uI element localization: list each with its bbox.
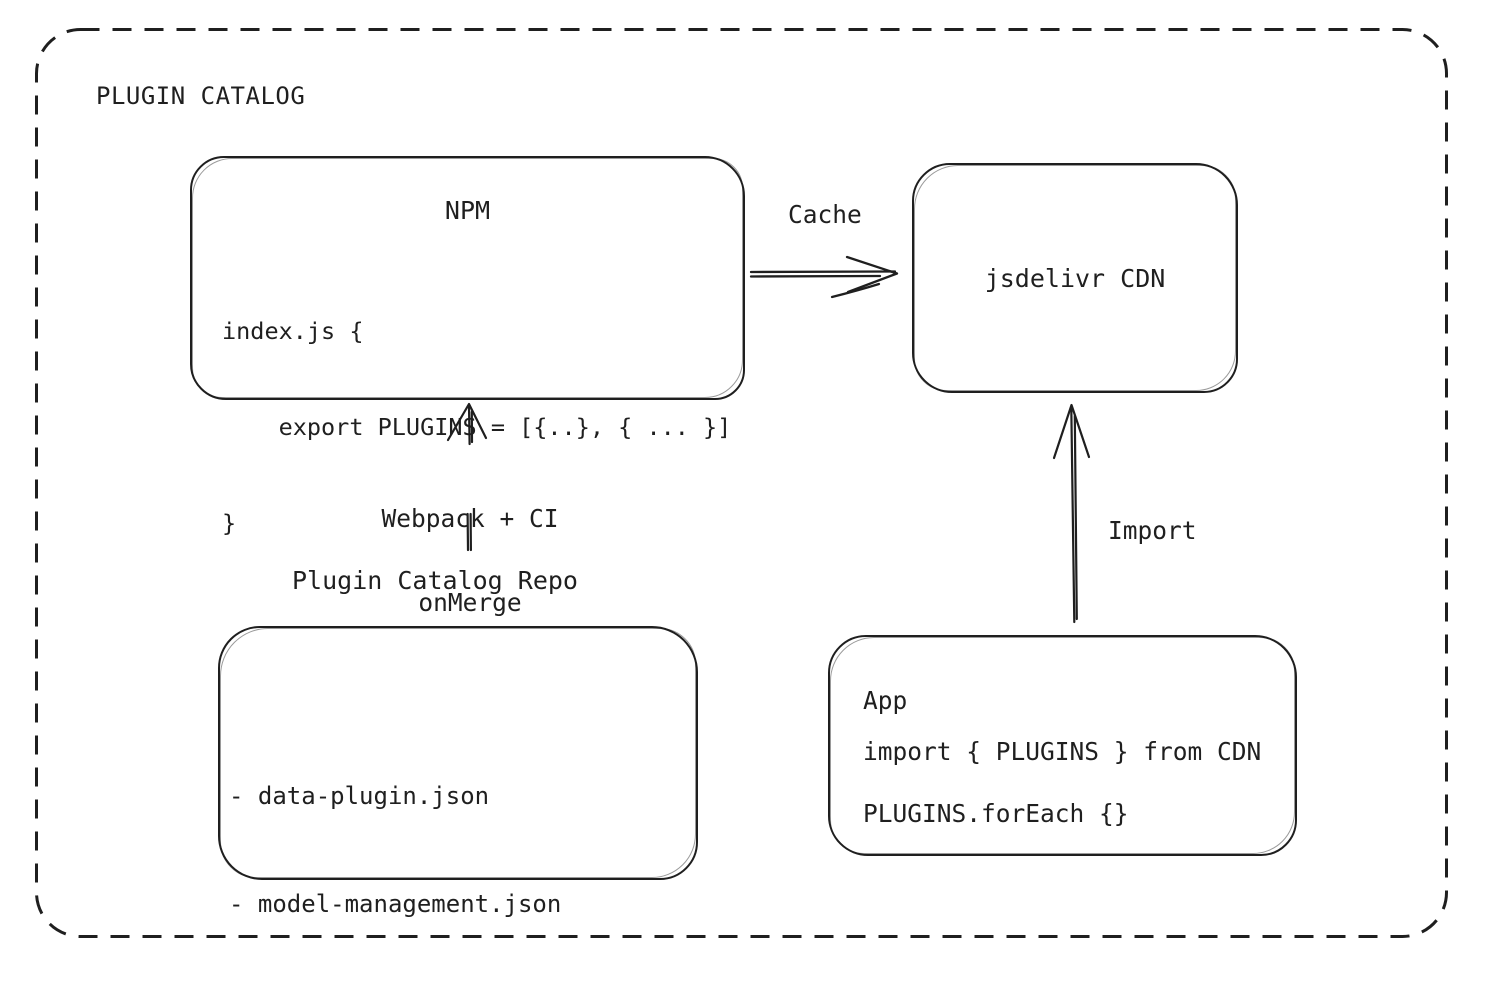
repo-file-item: - data-plugin.json [229,782,490,810]
repo-file-list: - data-plugin.json - model-management.js… [229,706,561,1002]
repo-box-title: Plugin Catalog Repo [292,566,578,595]
app-code-line: PLUGINS.forEach {} [863,799,1129,828]
repo-box: - data-plugin.json - model-management.js… [218,626,698,1002]
repo-file-item: - model-management.json [229,890,562,918]
cdn-box-label: jsdelivr CDN [984,263,1166,293]
cache-arrow-label: Cache [788,200,862,229]
npm-code-line: export PLUGINS = [{..}, { ... }] [222,413,732,441]
diagram-title: PLUGIN CATALOG [96,82,306,110]
import-arrow-label: Import [1108,516,1197,545]
build-arrow-label-line2: onMerge [418,588,522,617]
cache-arrow [749,255,899,299]
npm-box: NPM index.js { export PLUGINS = [{..}, {… [190,156,745,537]
npm-code-line: } [222,509,237,537]
app-box-title: App [863,686,908,715]
repo-file-item: ... [229,994,561,1002]
npm-code-line: index.js { [222,317,364,345]
app-code-line: import { PLUGINS } from CDN [863,737,1262,766]
npm-code-block: index.js { export PLUGINS = [{..}, { ...… [222,251,731,603]
npm-box-title: NPM [444,196,491,225]
app-box: App import { PLUGINS } from CDN PLUGINS.… [828,635,1297,856]
cdn-box: jsdelivr CDN [912,163,1238,393]
import-arrow [1052,403,1091,624]
build-arrow-label: Webpack + CI onMerge [320,449,620,673]
build-arrow-label-line1: Webpack + CI [381,504,559,533]
